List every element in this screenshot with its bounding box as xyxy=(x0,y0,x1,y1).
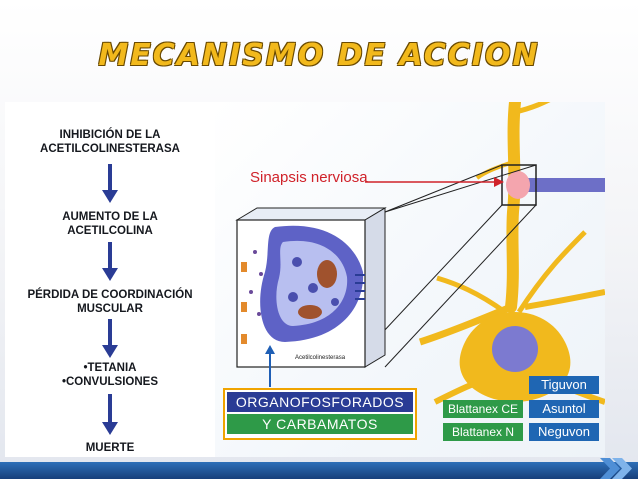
product-tag-neguvon: Neguvon xyxy=(529,423,599,441)
synapse-label: Sinapsis nerviosa xyxy=(250,169,368,186)
flow-step-coordination: PÉRDIDA DE COORDINACIÓN MUSCULAR xyxy=(0,288,220,316)
flow-step-line: PÉRDIDA DE COORDINACIÓN xyxy=(27,289,193,301)
product-tag-blattanex-ce: Blattanex CE xyxy=(443,400,523,418)
footer-bar xyxy=(0,462,638,479)
flow-step-death: MUERTE xyxy=(0,441,220,455)
chevron-right-icon xyxy=(600,458,632,479)
synapse-diagram: Sinapsis nerviosa Acetilcolina Acetilcol… xyxy=(215,102,605,457)
compound-box: ORGANOFOSFORADOS Y CARBAMATOS xyxy=(223,388,417,440)
flow-step-tetania: •TETANIA •CONVULSIONES xyxy=(0,361,220,389)
product-tag-blattanex-n: Blattanex N xyxy=(443,423,523,441)
flow-step-line: ACETILCOLINA xyxy=(67,225,153,237)
compound-line-organofosforados: ORGANOFOSFORADOS xyxy=(227,392,413,412)
flow-arrow-down-icon xyxy=(102,394,118,435)
compound-line-carbamatos: Y CARBAMATOS xyxy=(227,414,413,434)
flow-arrow-down-icon xyxy=(102,319,118,358)
flow-arrow-down-icon xyxy=(102,242,118,281)
slide-title: MECANISMO DE ACCION xyxy=(98,38,540,73)
flow-step-inhibition: INHIBICIÓN DE LA ACETILCOLINESTERASA xyxy=(0,128,220,156)
inset-label-acetylcholine: Acetilcolina xyxy=(323,221,349,227)
inset-label-acetylcholinesterase: Acetilcolinesterasa xyxy=(295,355,346,361)
flow-step-line: MUSCULAR xyxy=(77,303,143,315)
flow-arrow-down-icon xyxy=(102,164,118,203)
flow-step-line: INHIBICIÓN DE LA xyxy=(59,129,161,141)
product-tag-asuntol: Asuntol xyxy=(529,400,599,418)
flow-step-increase: AUMENTO DE LA ACETILCOLINA xyxy=(0,210,220,238)
flow-step-line: •CONVULSIONES xyxy=(61,376,159,388)
flow-step-line: ACETILCOLINESTERASA xyxy=(40,143,180,155)
flow-step-line: MUERTE xyxy=(85,442,135,454)
flow-step-line: •TETANIA xyxy=(83,362,137,374)
flow-step-line: AUMENTO DE LA xyxy=(62,211,158,223)
product-tag-tiguvon: Tiguvon xyxy=(529,376,599,394)
